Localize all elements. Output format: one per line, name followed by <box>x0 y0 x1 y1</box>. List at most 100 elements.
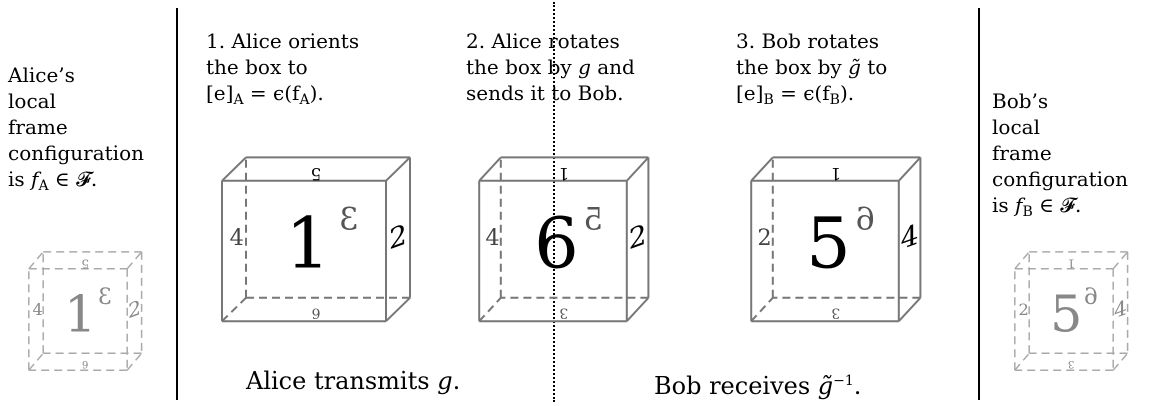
step2-caption: 2. Alice rotates the box by g and sends … <box>466 28 635 106</box>
cube-right-number: 2 <box>128 295 141 323</box>
bob-receives-label: Bob receives g̃−1. <box>654 368 861 399</box>
right-line-3: frame <box>992 141 1052 165</box>
cube-depth-edge-tr <box>626 156 650 182</box>
cube-corner-number: 6 <box>855 201 875 237</box>
cube-right-number: 2 <box>629 217 647 256</box>
right-line-4: configuration <box>992 167 1128 191</box>
step3-g: g̃ <box>848 55 861 79</box>
step1-end: ). <box>309 81 324 105</box>
cube-depth-edge-br <box>898 297 922 322</box>
step1-line-1: 1. Alice orients <box>206 29 360 53</box>
bob-receives-sup: −1 <box>833 373 854 389</box>
alice-transmits-end: . <box>452 367 461 395</box>
left-line-2: local <box>8 89 56 113</box>
cube-corner-number: 3 <box>339 201 359 237</box>
cube-hidden-depth-edge <box>1014 352 1030 371</box>
cube-left-number: 4 <box>485 225 499 251</box>
step1-line-2: the box to <box>206 55 308 79</box>
step3-end: ). <box>839 81 855 105</box>
cube-depth-edge-tr <box>1112 251 1129 270</box>
center-dotted-separator <box>553 2 555 402</box>
cube-depth-edge-tl <box>28 251 44 270</box>
step1-line-3: [e]A = ϵ(fA). <box>206 80 359 113</box>
cube-hidden-depth-edge <box>28 352 44 371</box>
alice-transmits-text: Alice transmits <box>246 367 438 395</box>
right-panel-text: Bob’s local frame configuration is fB ∈ … <box>992 88 1128 225</box>
cube-left-number: 2 <box>1018 300 1028 319</box>
step3-sub-b: B <box>763 92 774 108</box>
step3-line-1: 3. Bob rotates <box>736 29 880 53</box>
step1-sub-a2: A <box>299 92 310 108</box>
cube-left-number: 2 <box>757 225 771 251</box>
cube-hidden-depth-edge <box>750 297 774 322</box>
step2-g: g <box>578 55 591 79</box>
step3-line-3: [e]B = ϵ(fB). <box>736 80 887 113</box>
cube-depth-edge-br <box>126 352 143 371</box>
bob-receives-text: Bob receives <box>654 372 818 400</box>
step1-caption: 1. Alice orients the box to [e]A = ϵ(fA)… <box>206 28 359 113</box>
cube-bottom-number: 3 <box>831 305 840 321</box>
cube-bottom-number: 6 <box>311 305 320 321</box>
left-line-3: frame <box>8 115 68 139</box>
cube-depth-edge-br <box>1112 352 1129 371</box>
alice-transmits-label: Alice transmits g. <box>246 368 460 394</box>
cube-right-number: 4 <box>1114 295 1127 323</box>
step3-e: [e] <box>736 81 764 105</box>
cube-bottom-number: 3 <box>1068 358 1074 369</box>
cube-top-number: 1 <box>830 164 841 184</box>
step3-line-2: the box by g̃ to <box>736 54 887 80</box>
right-line-5-suffix: ∈ 𝓕. <box>1032 193 1082 217</box>
step2-line-3: sends it to Bob. <box>466 81 624 105</box>
cube-depth-edge-tr <box>126 251 143 270</box>
right-line-5-math: f <box>1015 193 1023 217</box>
left-line-5-suffix: ∈ 𝓕. <box>48 167 98 191</box>
step1-e: [e] <box>206 81 234 105</box>
bob-receives-g: g̃ <box>817 372 834 400</box>
left-line-5-prefix: is <box>8 167 32 191</box>
step3-eq: = ϵ(f <box>773 81 830 105</box>
left-line-5-math: f <box>31 167 39 191</box>
right-line-5-prefix: is <box>992 193 1016 217</box>
cube-bottom-number: 3 <box>559 305 568 321</box>
cube-corner-number: 6 <box>1084 284 1098 310</box>
left-panel-text: Alice’s local frame configuration is fA … <box>8 62 144 199</box>
cube-front-number: 5 <box>1050 284 1082 343</box>
right-line-1: Bob’s <box>992 89 1049 113</box>
cube-top-number: 1 <box>558 164 569 184</box>
cube-hidden-depth-edge <box>221 297 247 322</box>
cube-depth-edge-tl <box>221 156 247 182</box>
cube-depth-edge-tl <box>750 156 774 182</box>
cube-depth-edge-br <box>385 297 411 322</box>
step3-sub-b2: B <box>829 92 840 108</box>
cube-right-number: 2 <box>389 217 407 256</box>
cube-front-number: 1 <box>64 284 96 343</box>
cube-top-number: 5 <box>311 164 322 184</box>
step1-sub-a: A <box>233 92 244 108</box>
step2-line-2a: the box by <box>466 55 579 79</box>
step2-line-1: 2. Alice rotates <box>466 29 620 53</box>
cube-front-number: 6 <box>534 202 579 284</box>
alice-transmits-g: g <box>437 367 453 395</box>
right-line-5: is fB ∈ 𝓕. <box>992 192 1128 225</box>
step1-eq: = ϵ(f <box>243 81 300 105</box>
step2-line-2b: and <box>590 55 635 79</box>
cube-corner-number: 5 <box>583 201 603 237</box>
cube-bottom-number: 6 <box>82 358 88 369</box>
cube-hidden-depth-edge <box>478 297 502 322</box>
cube-front-number: 5 <box>806 202 851 284</box>
cube-left-number: 4 <box>32 300 42 319</box>
cube-depth-edge-tl <box>1014 251 1030 270</box>
step3-caption: 3. Bob rotates the box by g̃ to [e]B = ϵ… <box>736 28 887 113</box>
step3-line-2a: the box by <box>736 55 849 79</box>
right-line-5-sub: B <box>1022 204 1033 220</box>
step3-line-2b: to <box>860 55 888 79</box>
cube-right-number: 4 <box>901 217 919 256</box>
cube-depth-edge-tl <box>478 156 502 182</box>
cube-depth-edge-tr <box>385 156 411 182</box>
right-line-2: local <box>992 115 1040 139</box>
cube-top-number: 1 <box>1067 257 1075 271</box>
